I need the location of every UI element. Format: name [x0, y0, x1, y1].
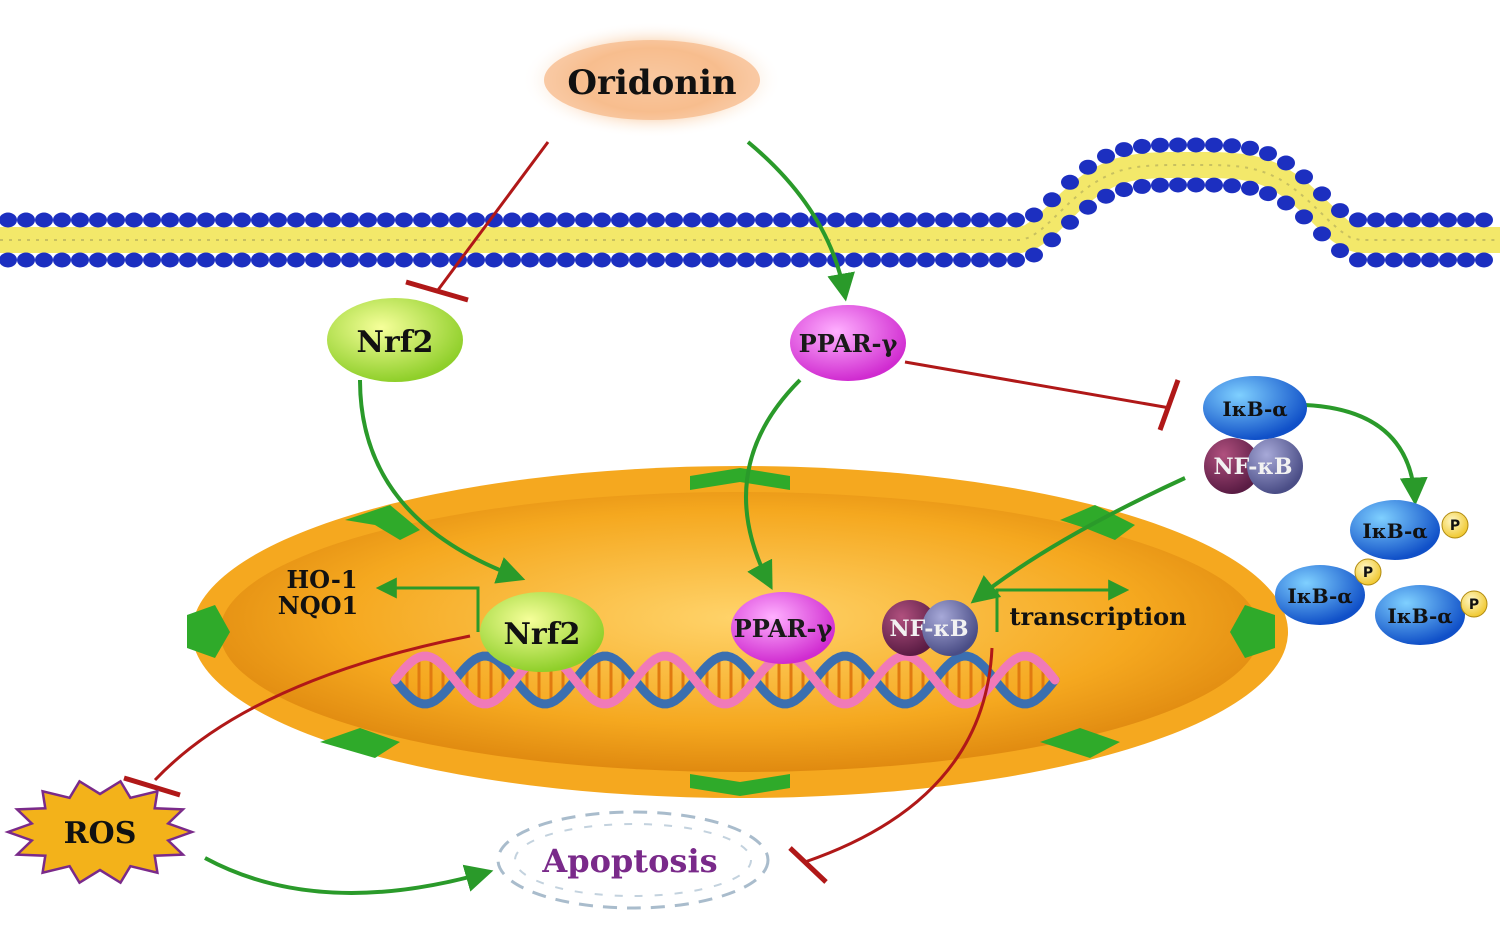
ppar-nuc-label: PPAR-γ	[734, 614, 833, 643]
nucleus-contents: HO-1 NQO1 Nrf2 PPAR-γ NF-κB transcriptio…	[278, 565, 1187, 672]
phospho-ikb-1-label: IκB-α	[1362, 519, 1427, 543]
pathway-edges	[123, 140, 1428, 895]
phospho-tag-1: P	[1450, 518, 1460, 534]
ppar-nucleus: PPAR-γ	[731, 592, 835, 664]
phospho-ikb-3-label: IκB-α	[1387, 604, 1452, 628]
ros-node: ROS	[4, 779, 196, 885]
arrow-nrf2-translocation	[358, 379, 526, 584]
oridonin-node: Oridonin	[522, 22, 782, 138]
inhibit-nfkb-apoptosis	[804, 647, 994, 864]
ikb-nfkb-complex: IκB-α NF-κB	[1203, 376, 1307, 494]
apoptosis-node: Apoptosis	[496, 810, 770, 910]
dna-helix	[390, 651, 1060, 709]
arrow-ros-apoptosis	[204, 856, 494, 895]
inhibit-oridonin-nrf2	[436, 141, 550, 291]
nrf2-nucleus: Nrf2	[480, 592, 604, 672]
ppar-cytoplasm: PPAR-γ	[790, 305, 906, 381]
nrf2-nuc-label: Nrf2	[503, 617, 580, 652]
ppar-cyto-label: PPAR-γ	[799, 329, 898, 358]
nuclear-pores	[187, 468, 1275, 796]
inhibit-nrf2-ros	[153, 634, 471, 782]
arrow-ppar-translocation	[744, 378, 802, 590]
oridonin-label: Oridonin	[567, 63, 736, 103]
target-nqo1-label: NQO1	[278, 591, 358, 620]
arrow-nfkb-translocation	[970, 476, 1186, 604]
apoptosis-label: Apoptosis	[541, 842, 717, 880]
membrane-lipid-tails	[0, 164, 1500, 241]
phospho-ikb-group: IκB-α P IκB-α P IκB-α P	[1275, 500, 1488, 645]
arrow-nfkb-transcription	[995, 579, 1130, 632]
membrane-head-groups	[0, 137, 1493, 268]
inhibit-bar-apoptosis	[788, 846, 828, 884]
membrane-tail-layer	[0, 152, 1500, 253]
nrf2-cytoplasm: Nrf2	[327, 298, 463, 382]
nfkb-nucleus: NF-κB	[882, 600, 978, 656]
inhibit-bar-nrf2	[405, 279, 469, 303]
inhibit-ppar-ikb	[904, 360, 1171, 410]
phospho-tag-2: P	[1363, 565, 1373, 581]
arrow-nrf2-targets	[375, 577, 480, 632]
transcription-label: transcription	[1009, 602, 1186, 631]
phospho-ikb-3: IκB-α P	[1375, 585, 1488, 645]
arrow-oridonin-ppar	[746, 140, 855, 302]
nfkb-complex-label: NF-κB	[1214, 454, 1293, 480]
inhibit-bar-ikb	[1157, 379, 1181, 431]
phospho-ikb-2-label: IκB-α	[1287, 584, 1352, 608]
target-ho1-label: HO-1	[286, 565, 357, 594]
phospho-tag-3: P	[1469, 597, 1479, 613]
ikb-complex-label: IκB-α	[1222, 397, 1287, 421]
nfkb-nuc-label: NF-κB	[890, 616, 969, 642]
arrow-ikb-phosphorylation	[1304, 403, 1428, 506]
ros-label: ROS	[64, 816, 137, 851]
phospho-ikb-2: IκB-α P	[1275, 558, 1382, 625]
nrf2-cyto-label: Nrf2	[356, 325, 433, 360]
cell-membrane	[0, 137, 1500, 268]
phospho-ikb-1: IκB-α P	[1350, 500, 1469, 560]
inhibit-bar-ros	[123, 775, 181, 798]
